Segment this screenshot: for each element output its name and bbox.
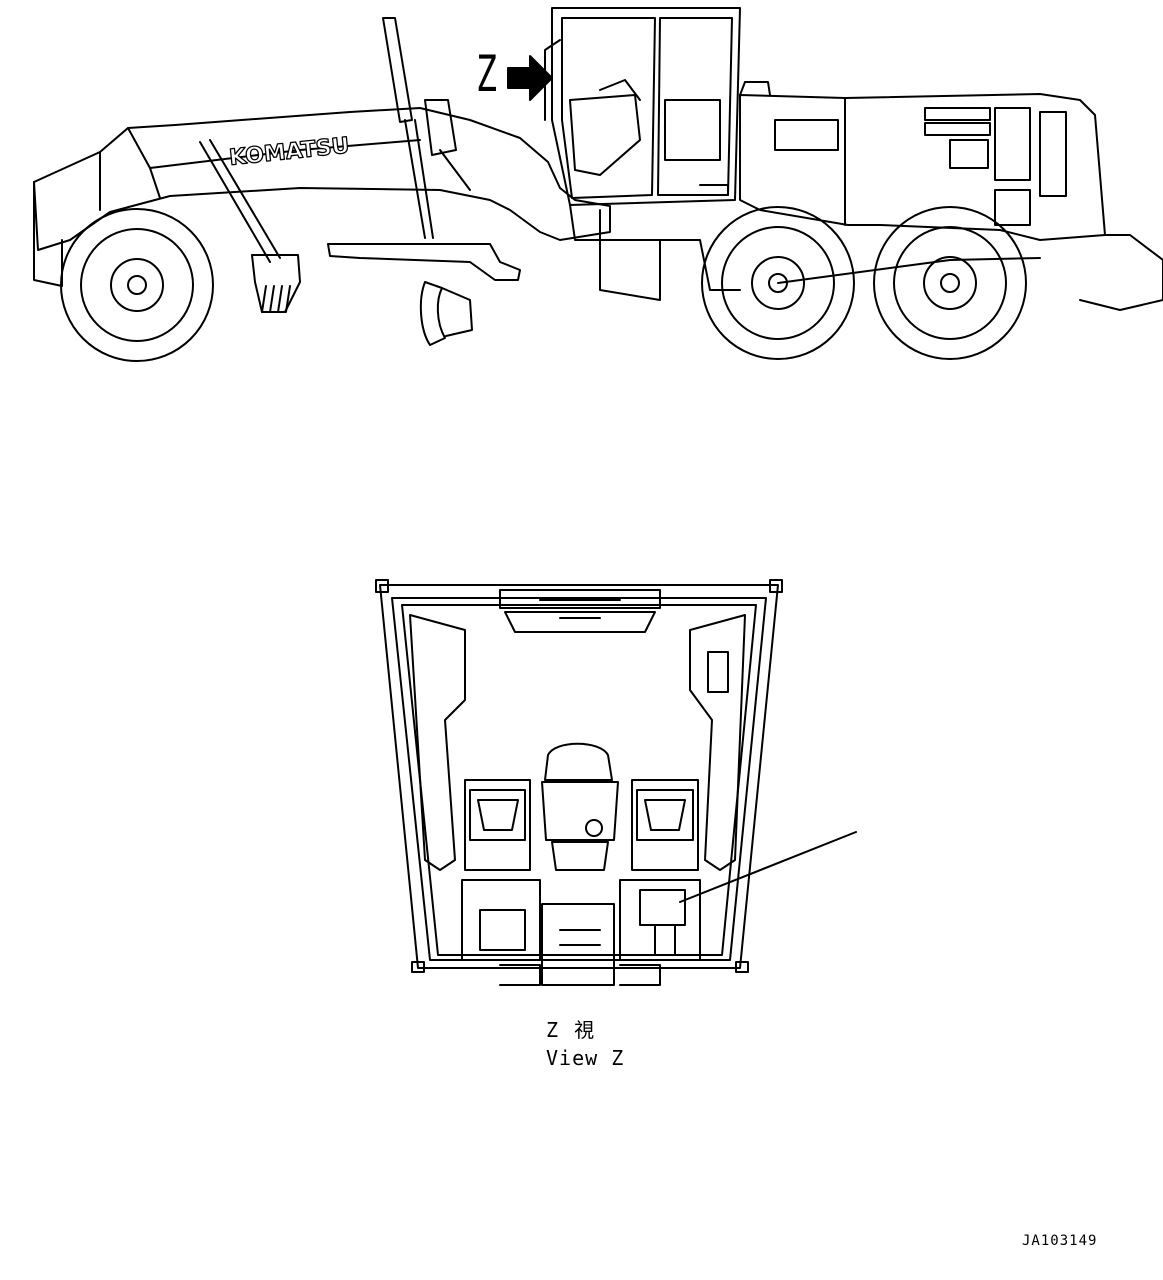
- blade: [419, 281, 446, 346]
- left-pillar: [409, 614, 466, 871]
- ripper-hitch: [1079, 234, 1163, 311]
- cab-front-view: [375, 579, 857, 986]
- engine-housing: [739, 93, 1106, 241]
- cab: [544, 7, 741, 206]
- view-caption-english: View Z: [546, 1046, 625, 1070]
- front-frame: [33, 107, 611, 251]
- steering-console: [544, 742, 613, 781]
- scarifier: [251, 254, 301, 313]
- motor-grader-side-view: KOMATSU: [33, 7, 1163, 362]
- drawing-code: JA103149: [1022, 1233, 1098, 1249]
- left-control-panel: [464, 779, 531, 871]
- callout-leader-line: [679, 831, 857, 903]
- right-pillar: [689, 614, 746, 871]
- engine-grille: [924, 107, 991, 169]
- front-bumper: [33, 181, 63, 287]
- top-header-bar: [499, 589, 661, 633]
- right-control-panel: [631, 779, 699, 871]
- lift-arm: [199, 139, 281, 263]
- view-caption-japanese: Z 視: [546, 1018, 597, 1042]
- view-arrow: [507, 55, 553, 101]
- callout-letter-z: Z: [476, 45, 498, 103]
- drawbar: [327, 243, 521, 281]
- front-wheel: [60, 208, 214, 362]
- brand-lettering: KOMATSU: [228, 133, 351, 170]
- lift-cylinder: [382, 17, 413, 123]
- rear-wheel-back: [873, 206, 1027, 360]
- center-pedal-box: [541, 903, 615, 986]
- cab-outer-frame: [379, 584, 779, 969]
- rear-wheel-front: [701, 206, 855, 360]
